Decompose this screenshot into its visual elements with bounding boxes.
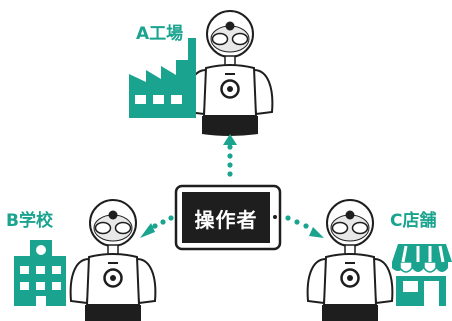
node-label-b: B学校 xyxy=(6,211,53,231)
tablet-icon xyxy=(174,184,282,251)
robot-b-icon xyxy=(69,198,157,321)
factory-icon xyxy=(129,38,196,118)
robot-a-icon xyxy=(186,9,274,138)
robot-c-icon xyxy=(306,198,394,321)
school-icon xyxy=(14,240,66,306)
node-label-a: A工場 xyxy=(136,24,184,44)
operator-label: 操作者 xyxy=(194,207,258,232)
store-icon xyxy=(392,244,452,306)
arrow-to-b xyxy=(140,215,174,238)
arrow-to-a xyxy=(223,134,237,177)
node-label-c: C店舗 xyxy=(390,211,437,231)
arrow-to-c xyxy=(285,215,324,238)
